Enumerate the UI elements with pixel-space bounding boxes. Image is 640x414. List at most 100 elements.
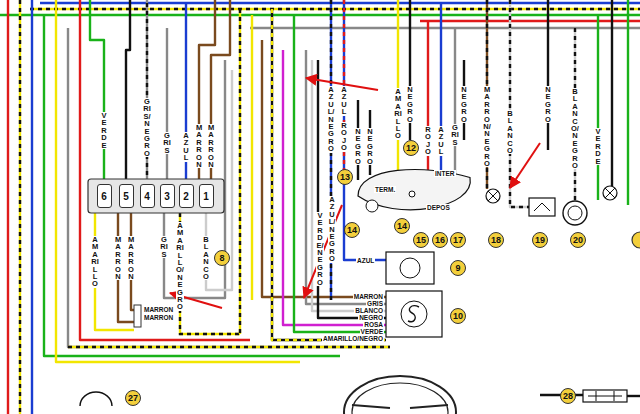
instrument-cluster: TERM.INTERDEPOS bbox=[354, 162, 474, 224]
node-text: 9 bbox=[455, 263, 460, 273]
wire-label: VERDE bbox=[360, 328, 384, 335]
wire-label: AZUL bbox=[356, 257, 375, 264]
lamp-symbol bbox=[486, 189, 500, 203]
wire-label: GRIS bbox=[160, 236, 168, 258]
wire-label: BLANCO bbox=[506, 110, 514, 154]
gauge-symbol bbox=[366, 200, 378, 212]
wire-line bbox=[166, 28, 168, 183]
wiper-motor-box bbox=[386, 291, 442, 337]
callout-number: 18 bbox=[488, 232, 504, 248]
wire bbox=[455, 28, 456, 175]
node-text: 6 bbox=[101, 191, 107, 202]
wire-label: AMARILLO bbox=[91, 236, 99, 288]
connector-pin: 5 bbox=[119, 184, 134, 208]
horn-symbol bbox=[568, 206, 582, 220]
wire-label: AMARILLO bbox=[394, 88, 402, 140]
wire-label: NEGRO bbox=[358, 314, 384, 321]
callout-number: 15 bbox=[413, 232, 429, 248]
callout-number: 14 bbox=[394, 218, 410, 234]
node-text: 4 bbox=[144, 191, 150, 202]
wire-line bbox=[272, 9, 386, 340]
wire bbox=[95, 213, 134, 330]
wire-line bbox=[239, 9, 241, 334]
cluster-outline bbox=[354, 162, 474, 224]
wire bbox=[628, 0, 629, 205]
connector-pin: 4 bbox=[140, 184, 155, 208]
lamp-cross bbox=[488, 191, 498, 201]
node-text: DEPOS bbox=[426, 204, 451, 211]
wire bbox=[262, 40, 386, 297]
node-text: 14 bbox=[397, 221, 407, 231]
callout-circle-cut bbox=[632, 232, 640, 248]
wire-label: VERDE bbox=[594, 128, 602, 165]
wire-label: ROJO bbox=[424, 126, 432, 156]
wire-stripe bbox=[68, 346, 390, 348]
switch-symbol bbox=[400, 258, 420, 278]
callout-number: 28 bbox=[560, 388, 576, 404]
connector-pin: 1 bbox=[199, 184, 214, 208]
wire-line bbox=[44, 15, 340, 356]
callout-number: 16 bbox=[432, 232, 448, 248]
wire-label: BLANCO/NEGRO bbox=[571, 88, 579, 169]
wire bbox=[126, 0, 130, 183]
wire-line bbox=[611, 0, 613, 186]
wire-line bbox=[597, 15, 599, 200]
wire bbox=[80, 0, 250, 340]
wire-label: AMARILLO/NEGRO bbox=[322, 335, 384, 342]
wire-line bbox=[250, 27, 640, 29]
wire-line bbox=[68, 28, 390, 347]
wire bbox=[68, 28, 390, 347]
node-text: 3 bbox=[164, 191, 170, 202]
callout-number: 14 bbox=[344, 222, 360, 238]
wire bbox=[90, 0, 104, 183]
wire-label: AZUL/NEGRO bbox=[328, 196, 336, 263]
wire bbox=[8, 0, 9, 414]
callout-number: 19 bbox=[532, 232, 548, 248]
wire-stripe bbox=[272, 9, 386, 340]
wire-line bbox=[68, 346, 390, 348]
lamp-cross bbox=[605, 188, 615, 198]
wire-stripe bbox=[510, 0, 529, 207]
relay-symbol bbox=[529, 198, 555, 216]
node-text: 1 bbox=[203, 191, 209, 202]
wire-label: AZUL bbox=[437, 126, 445, 156]
motor-symbol bbox=[401, 301, 427, 327]
red-arrow bbox=[510, 143, 540, 188]
wire-line bbox=[7, 0, 9, 414]
node-text: 20 bbox=[573, 235, 583, 245]
wire-line bbox=[627, 395, 640, 397]
horn-symbol bbox=[563, 201, 587, 225]
switch-box bbox=[386, 252, 434, 284]
wire-label: MARRON bbox=[195, 124, 203, 168]
wire-label: AZUL bbox=[182, 132, 190, 162]
node-text: 19 bbox=[535, 235, 545, 245]
wire-line bbox=[262, 40, 386, 297]
node-text: 15 bbox=[416, 235, 426, 245]
callout-number: 8 bbox=[214, 250, 230, 266]
wire-label: NEGRO bbox=[460, 86, 468, 123]
wire-line bbox=[0, 14, 640, 16]
wire-label: NEGRO bbox=[354, 128, 362, 165]
wire-line bbox=[627, 0, 629, 205]
wire bbox=[56, 0, 300, 362]
wire bbox=[20, 0, 21, 414]
wire-line bbox=[80, 0, 250, 340]
wire-stripe bbox=[239, 9, 241, 334]
wire bbox=[272, 9, 386, 340]
wire-label: MARRON bbox=[143, 306, 174, 313]
wire bbox=[598, 15, 599, 200]
wire-label: MARRON bbox=[143, 314, 174, 321]
wire-label: ROSA bbox=[363, 321, 384, 328]
wire-label: VERDE/NEGRO bbox=[316, 212, 324, 286]
wire-label: GRIS/NEGRO bbox=[143, 98, 151, 157]
wire-line bbox=[19, 0, 21, 414]
lamp-symbol bbox=[603, 186, 617, 200]
wire bbox=[612, 0, 613, 186]
wire-label: MARRON bbox=[114, 236, 122, 280]
wire bbox=[167, 28, 168, 183]
wire-line bbox=[397, 0, 399, 172]
wire-label: BLANCO bbox=[202, 236, 210, 280]
connector-pin: 6 bbox=[97, 184, 112, 208]
fuse-symbol bbox=[583, 390, 627, 402]
